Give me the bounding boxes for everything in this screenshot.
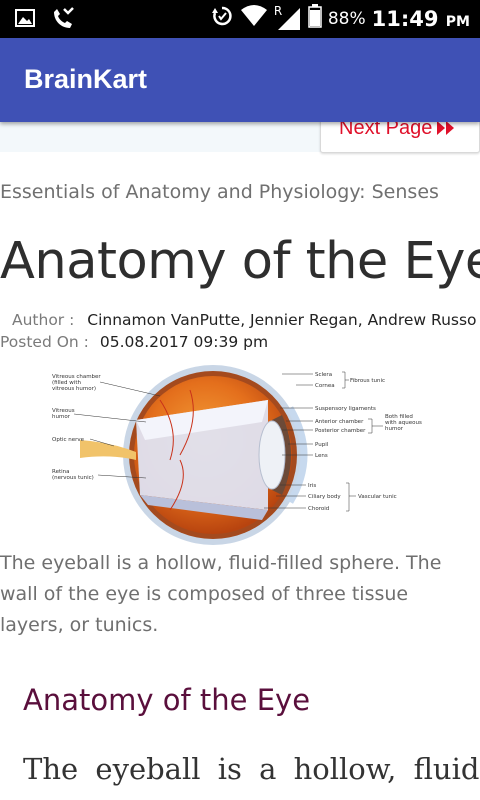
wifi-icon (240, 4, 268, 33)
label-sclera: Sclera (315, 372, 332, 378)
posted-row: Posted On : 05.08.2017 09:39 pm (0, 333, 480, 351)
label-fibrous-tunic: Fibrous tunic (350, 378, 385, 384)
next-page-label: Next Page (339, 117, 433, 139)
label-optic-nerve: Optic nerve (52, 437, 85, 443)
label-posterior-chamber: Posterior chamber (315, 428, 366, 434)
clock-ampm: PM (445, 13, 470, 30)
section-heading: Anatomy of the Eye (23, 683, 311, 717)
label-ciliary-body: Ciliary body (308, 494, 341, 500)
battery-percent: 88% (327, 8, 366, 29)
sync-icon (210, 4, 234, 33)
label-lens: Lens (315, 453, 328, 459)
site-logo[interactable]: BrainKart (24, 64, 148, 94)
label-cornea: Cornea (315, 383, 335, 389)
app-bar: BrainKart (0, 38, 480, 122)
label-anterior-chamber: Anterior chamber (315, 419, 364, 425)
posted-date: 05.08.2017 09:39 pm (99, 333, 269, 351)
label-iris: Iris (308, 483, 316, 489)
label-vitreous-chamber: Vitreous chamber (filled with vitreous h… (52, 374, 102, 392)
section-body-text: The eyeball is a hollow, fluid- (23, 752, 480, 786)
label-suspensory-ligaments: Suspensory ligaments (315, 406, 376, 412)
label-retina: Retina (nervous tunic) (52, 469, 94, 481)
eye-anatomy-diagram: Vitreous chamber (filled with vitreous h… (52, 365, 424, 545)
intro-paragraph: The eyeball is a hollow, fluid-filled sp… (0, 552, 442, 636)
status-bar: R 88% 11:49 PM (0, 0, 480, 38)
author-label: Author : (12, 311, 75, 329)
posted-label: Posted On : (0, 333, 89, 351)
label-vitreous-humor: Vitreous humor (52, 408, 76, 420)
label-choroid: Choroid (308, 506, 329, 512)
battery-icon (308, 4, 322, 33)
clock-time: 11:49 (371, 6, 439, 31)
label-pupil: Pupil (315, 442, 329, 448)
missed-call-icon (50, 6, 76, 35)
roaming-indicator: R (273, 3, 283, 18)
signal-icon: R (273, 3, 302, 31)
breadcrumb[interactable]: Essentials of Anatomy and Physiology: Se… (0, 181, 439, 203)
eyeball-illustration (80, 365, 308, 545)
clock: 11:49 PM (372, 7, 470, 31)
label-vascular-tunic: Vascular tunic (358, 494, 397, 500)
double-arrow-right-icon (437, 121, 455, 135)
author-names: Cinnamon VanPutte, Jennier Regan, Andrew… (87, 311, 477, 329)
page-title: Anatomy of the Eye (0, 232, 480, 291)
next-page-link[interactable]: Next Page (339, 117, 456, 140)
gallery-icon (14, 7, 36, 34)
label-aqueous-humor: Both filled with aqueous humor (385, 414, 424, 432)
author-row: Author : Cinnamon VanPutte, Jennier Rega… (0, 311, 480, 329)
